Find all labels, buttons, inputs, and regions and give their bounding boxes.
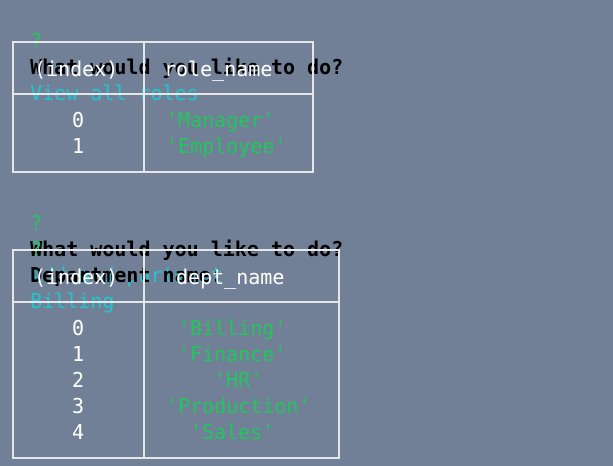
table-cell-index: 0 bbox=[72, 108, 85, 132]
table-cell-index: 1 bbox=[72, 134, 85, 158]
table-column-divider bbox=[143, 43, 145, 171]
table-cell-index: 2 bbox=[72, 368, 85, 392]
table-header-dept-name: dept_name bbox=[176, 265, 285, 289]
prompt-line-add-department: ? What would you like to do? Add a depar… bbox=[6, 184, 343, 287]
table-cell-index: 4 bbox=[72, 420, 85, 444]
table-cell-index: 1 bbox=[72, 342, 85, 366]
roles-table: (index) role_name 0 'Manager' 1 'Employe… bbox=[12, 41, 314, 173]
departments-table: (index) dept_name 0 'Billing' 1 'Finance… bbox=[12, 249, 340, 459]
table-cell-index: 3 bbox=[72, 394, 85, 418]
prompt-text: Department name: bbox=[30, 263, 223, 287]
table-header-divider bbox=[14, 301, 338, 303]
prompt-answer: Add a department bbox=[30, 263, 223, 287]
table-header-index: (index) bbox=[34, 57, 119, 81]
table-cell-dept-name: 'HR' bbox=[214, 368, 263, 392]
table-cell-index: 0 bbox=[72, 316, 85, 340]
prompt-line-department-name: ? Department name: Billing bbox=[6, 210, 223, 313]
table-header-divider bbox=[14, 93, 312, 95]
table-cell-dept-name: 'Billing' bbox=[178, 316, 287, 340]
table-column-divider bbox=[143, 251, 145, 457]
table-header-role-name: role_name bbox=[164, 57, 273, 81]
question-mark-icon: ? bbox=[30, 211, 43, 235]
table-cell-dept-name: 'Finance' bbox=[178, 342, 287, 366]
table-header-index: (index) bbox=[34, 265, 119, 289]
table-cell-role-name: 'Manager' bbox=[166, 108, 275, 132]
table-cell-role-name: 'Employee' bbox=[166, 134, 287, 158]
table-cell-dept-name: 'Production' bbox=[166, 394, 311, 418]
prompt-line-view-roles: ? What would you like to do? View all ro… bbox=[6, 2, 343, 105]
table-cell-dept-name: 'Sales' bbox=[190, 420, 275, 444]
